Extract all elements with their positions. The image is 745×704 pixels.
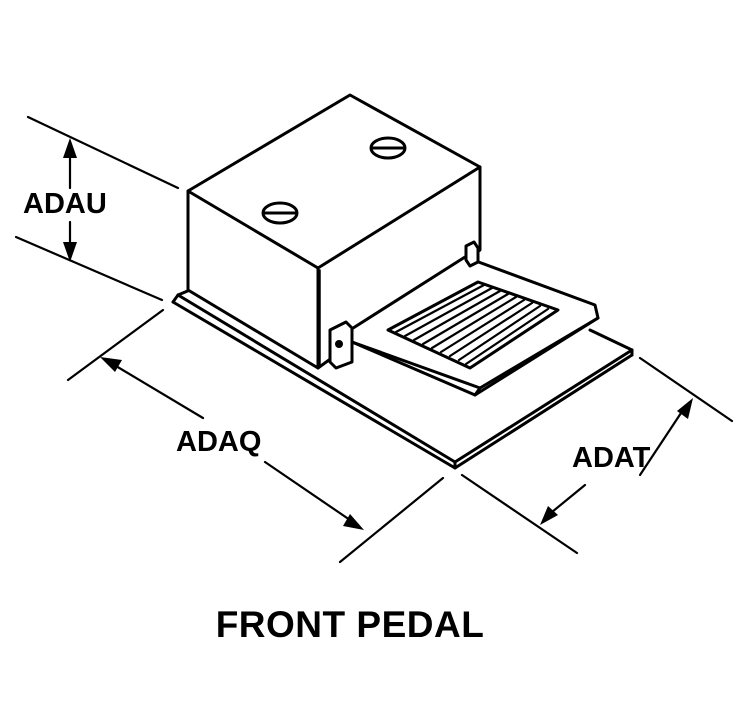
dimension-label-adat: ADAT bbox=[572, 442, 651, 474]
dimension-adat bbox=[460, 356, 734, 555]
dimension-label-adaq: ADAQ bbox=[176, 426, 262, 458]
dimension-adau bbox=[14, 115, 180, 302]
hinge-left bbox=[328, 320, 354, 370]
dimension-label-adau: ADAU bbox=[23, 188, 107, 220]
base-plate bbox=[171, 288, 634, 470]
grip-pad bbox=[386, 280, 560, 370]
screw-left bbox=[261, 201, 299, 225]
dimension-adaq bbox=[66, 308, 445, 564]
screw-right bbox=[369, 136, 407, 160]
diagram-title: FRONT PEDAL bbox=[215, 604, 485, 645]
hinge-right bbox=[464, 240, 480, 268]
